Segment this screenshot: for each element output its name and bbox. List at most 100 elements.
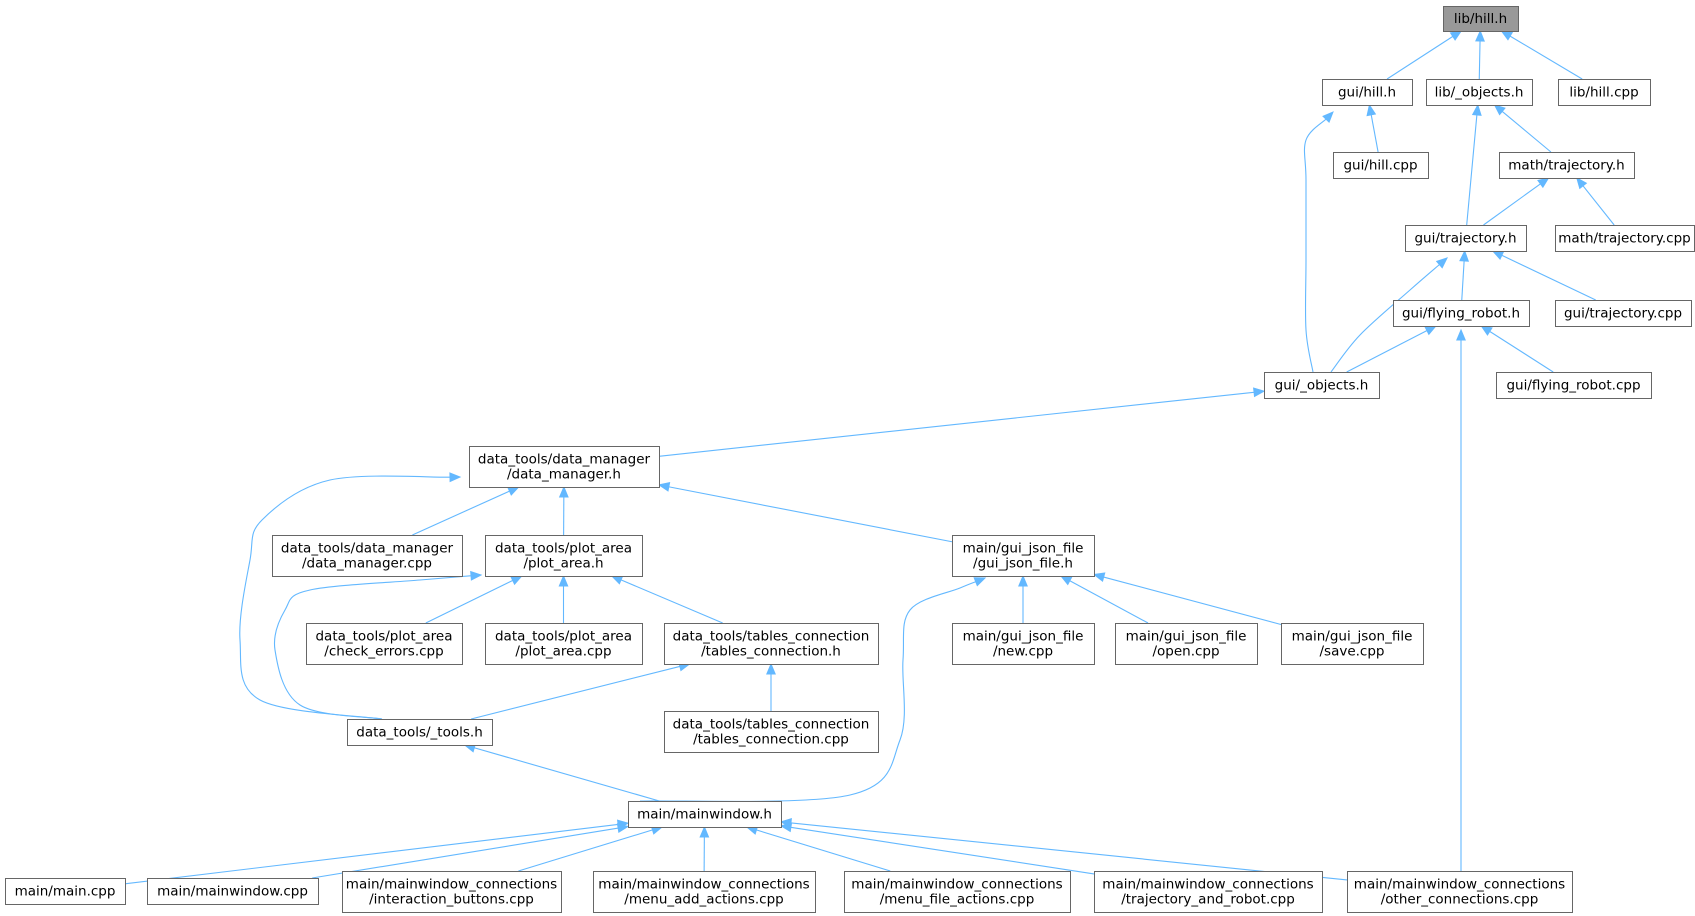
node-box [306, 623, 463, 665]
node-box [342, 871, 562, 913]
file-node[interactable]: main/mainwindow_connections/interaction_… [342, 871, 562, 913]
dependency-edge [1493, 104, 1552, 153]
file-node[interactable]: data_tools/plot_area/plot_area.cpp [485, 623, 643, 665]
node-label: /trajectory_and_robot.cpp [1121, 892, 1295, 908]
dependency-edge [745, 825, 891, 872]
dependency-edge [1092, 572, 1282, 626]
file-node[interactable]: lib/_objects.h [1426, 79, 1533, 106]
edge-line [639, 580, 977, 802]
edge-line [1466, 113, 1478, 226]
file-node[interactable]: main/gui_json_file/gui_json_file.h [952, 535, 1095, 577]
file-node[interactable]: main/main.cpp [5, 878, 126, 905]
node-label: gui/hill.h [1338, 85, 1396, 101]
file-node[interactable]: lib/hill.cpp [1558, 79, 1651, 106]
edge-line [658, 391, 1256, 457]
node-box [1555, 225, 1695, 252]
root-node[interactable]: lib/hill.h [1443, 6, 1519, 32]
node-box [1555, 300, 1692, 327]
node-label: gui/trajectory.h [1414, 231, 1516, 247]
edge-line [789, 826, 1095, 875]
edge-arrowhead [470, 570, 483, 581]
edge-arrowhead [510, 575, 523, 586]
file-node[interactable]: data_tools/tables_connection/tables_conn… [664, 623, 879, 665]
dependency-edge [1346, 325, 1437, 373]
node-label: /check_errors.cpp [324, 644, 443, 660]
file-node[interactable]: gui/hill.h [1322, 79, 1413, 106]
node-label: main/mainwindow_connections [1102, 877, 1313, 893]
file-node[interactable]: main/gui_json_file/save.cpp [1281, 623, 1424, 665]
edge-line [1346, 329, 1429, 373]
node-label: lib/_objects.h [1435, 85, 1524, 101]
file-node[interactable]: main/gui_json_file/new.cpp [952, 623, 1095, 665]
file-node[interactable]: gui/flying_robot.h [1393, 300, 1530, 327]
file-node[interactable]: gui/flying_robot.cpp [1496, 372, 1652, 399]
edge-line [1483, 182, 1542, 226]
file-node[interactable]: main/mainwindow_connections/trajectory_a… [1094, 871, 1323, 913]
file-node[interactable]: main/mainwindow_connections/menu_add_act… [593, 871, 816, 913]
edge-line [1500, 254, 1596, 301]
edge-line [1386, 35, 1454, 80]
dependency-edge [412, 486, 520, 536]
file-node[interactable]: main/mainwindow_connections/menu_file_ac… [844, 871, 1071, 913]
edge-line [1330, 263, 1441, 373]
file-node[interactable]: data_tools/plot_area/plot_area.h [485, 535, 643, 577]
file-node[interactable]: gui/hill.cpp [1333, 152, 1429, 179]
edge-arrowhead [507, 486, 520, 496]
dependency-edge [639, 577, 987, 802]
node-box [952, 623, 1095, 665]
edge-arrowhead [657, 482, 671, 492]
node-label: /tables_connection.h [701, 644, 841, 660]
file-node[interactable]: main/mainwindow.h [628, 801, 782, 828]
edge-line [1581, 184, 1615, 226]
edge-line [1488, 330, 1554, 373]
dependency-edge [1466, 103, 1482, 226]
dependency-edge [1480, 325, 1554, 373]
file-node[interactable]: main/gui_json_file/open.cpp [1115, 623, 1258, 665]
node-label: main/mainwindow_connections [1354, 877, 1565, 893]
node-label: /data_manager.h [507, 467, 621, 483]
file-node[interactable]: gui/trajectory.h [1405, 225, 1527, 252]
node-label: /tables_connection.cpp [693, 732, 849, 748]
file-node[interactable]: data_tools/tables_connection/tables_conn… [664, 711, 879, 753]
node-label: lib/hill.cpp [1569, 85, 1638, 101]
file-node[interactable]: main/mainwindow_connections/other_connec… [1347, 871, 1573, 913]
edge-line [124, 823, 620, 885]
node-label: /open.cpp [1152, 644, 1219, 660]
node-box [1281, 623, 1424, 665]
dependency-edge [425, 575, 523, 624]
node-label: /plot_area.h [523, 556, 603, 572]
file-node[interactable]: gui/_objects.h [1264, 372, 1380, 399]
node-box [1115, 623, 1258, 665]
node-label: data_tools/_tools.h [356, 725, 483, 741]
node-box [593, 871, 816, 913]
file-node[interactable]: data_tools/data_manager/data_manager.cpp [272, 535, 463, 577]
file-node[interactable]: data_tools/_tools.h [347, 719, 493, 746]
node-label: main/mainwindow.h [637, 807, 772, 823]
edge-arrowhead [449, 472, 462, 483]
node-label: data_tools/plot_area [495, 541, 632, 557]
edge-line [1370, 113, 1379, 153]
node-label: main/main.cpp [15, 884, 116, 900]
file-node[interactable]: gui/trajectory.cpp [1555, 300, 1692, 327]
file-node[interactable]: math/trajectory.h [1499, 152, 1635, 179]
file-node[interactable]: data_tools/data_manager/data_manager.h [469, 446, 660, 488]
node-box [1322, 79, 1413, 106]
edge-arrowhead [766, 662, 776, 675]
node-label: main/gui_json_file [963, 629, 1084, 645]
dependency-edge [766, 662, 776, 711]
node-box [272, 535, 463, 577]
file-node[interactable]: data_tools/plot_area/check_errors.cpp [306, 623, 463, 665]
node-label: gui/hill.cpp [1343, 158, 1417, 174]
file-node[interactable]: math/trajectory.cpp [1555, 225, 1695, 252]
node-box [147, 878, 319, 905]
node-label: main/mainwindow.cpp [157, 884, 308, 900]
edge-line [239, 475, 452, 720]
edge-line [1478, 39, 1481, 80]
file-node[interactable]: main/mainwindow.cpp [147, 878, 319, 905]
edge-line [1461, 259, 1465, 301]
edge-arrowhead [1500, 30, 1514, 41]
edge-line [755, 829, 891, 872]
node-label: /menu_add_actions.cpp [624, 892, 783, 908]
node-label: lib/hill.h [1454, 11, 1507, 27]
edge-line [518, 829, 654, 872]
